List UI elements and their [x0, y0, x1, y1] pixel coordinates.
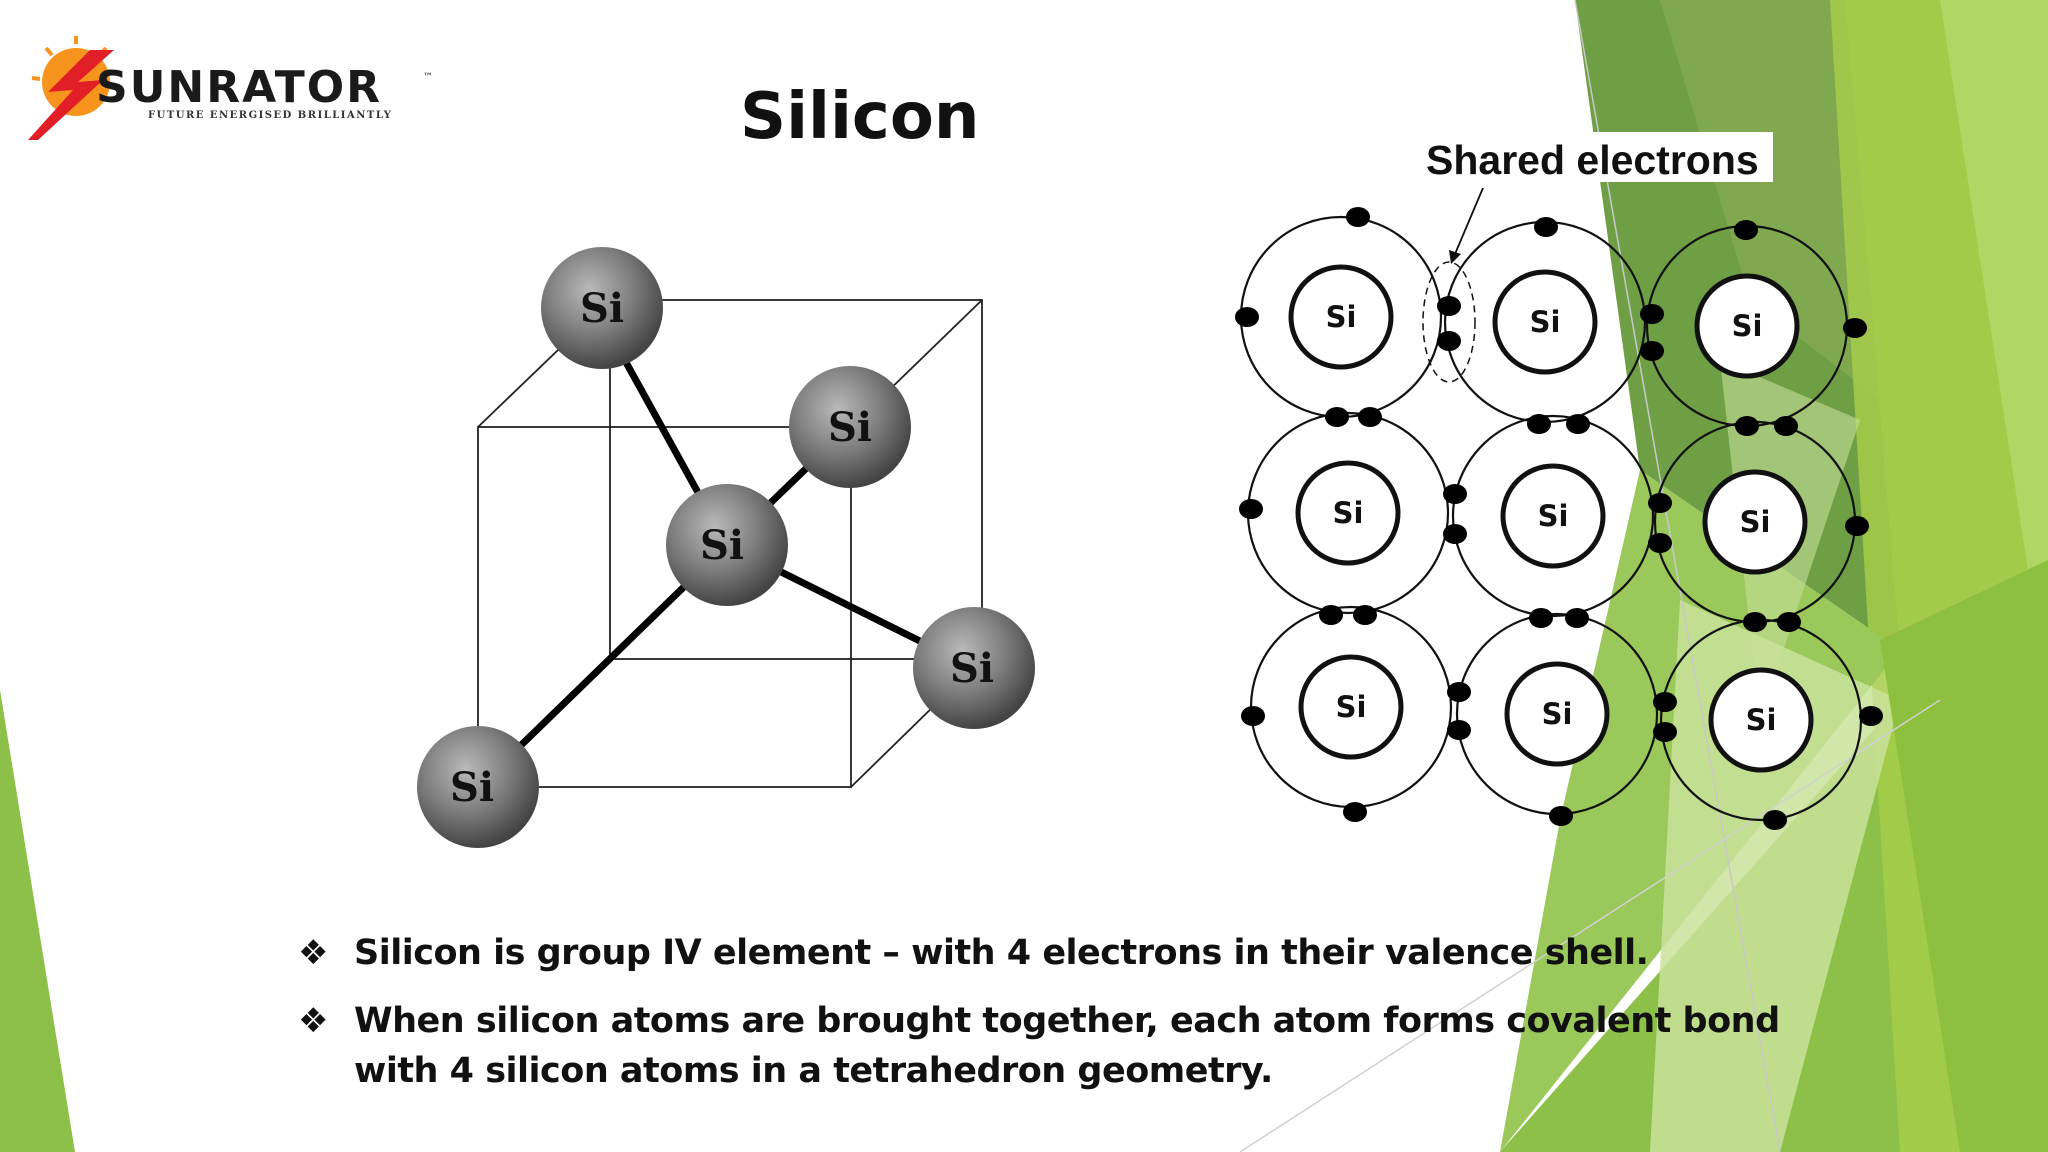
electron — [1859, 706, 1883, 726]
electron — [1529, 608, 1553, 628]
lattice-atom: Si — [1239, 215, 1443, 419]
nucleus — [1295, 460, 1401, 566]
electron — [1443, 524, 1467, 544]
electron — [1443, 484, 1467, 504]
svg-text:Si: Si — [450, 764, 494, 811]
electron — [1640, 304, 1664, 324]
shared-electron-pair-outline — [1422, 261, 1476, 383]
sunrator-logo: SUNRATOR ™ FUTURE ENERGISED BRILLIANTLY — [28, 36, 433, 140]
electron — [1565, 608, 1589, 628]
bullet-list: ❖ Silicon is group IV element – with 4 e… — [298, 928, 1798, 1114]
electron — [1640, 341, 1664, 361]
nucleus — [1500, 463, 1606, 569]
bullet-text: Silicon is group IV element – with 4 ele… — [354, 933, 1649, 973]
electron — [1735, 416, 1759, 436]
atom-top-right: Si — [789, 366, 911, 488]
lattice-atom-label: Si — [1732, 309, 1763, 343]
lattice-atom-label: Si — [1746, 703, 1777, 737]
svg-text:Si: Si — [700, 522, 744, 569]
lattice-atom-label: Si — [1326, 300, 1357, 334]
lattice-atom: Si — [1653, 420, 1857, 624]
atom-center: Si — [666, 484, 788, 606]
four-diamond-icon: ❖ — [298, 933, 328, 973]
electron — [1843, 318, 1867, 338]
lattice-atom: Si — [1451, 414, 1655, 618]
nucleus — [1298, 654, 1404, 760]
electron — [1447, 720, 1471, 740]
lattice-atom-label: Si — [1542, 697, 1573, 731]
logo-wordmark: SUNRATOR — [96, 62, 382, 113]
electron — [1566, 414, 1590, 434]
four-diamond-icon: ❖ — [298, 1001, 328, 1041]
electron — [1241, 706, 1265, 726]
nucleus — [1288, 264, 1394, 370]
electron — [1648, 493, 1672, 513]
lattice-atom-label: Si — [1333, 496, 1364, 530]
lattice-atom: Si — [1645, 224, 1849, 428]
electron — [1845, 516, 1869, 536]
tetrahedron-diagram: Si Si Si Si Si — [417, 247, 1035, 848]
atom-top-left: Si — [541, 247, 663, 369]
electron — [1653, 692, 1677, 712]
electron — [1353, 605, 1377, 625]
electron — [1777, 612, 1801, 632]
bullet-text: When silicon atoms are brought together,… — [354, 1001, 1780, 1091]
electron — [1235, 307, 1259, 327]
electron — [1648, 533, 1672, 553]
bullet-item-1: ❖ Silicon is group IV element – with 4 e… — [298, 928, 1798, 978]
electron — [1437, 296, 1461, 316]
lattice-atom: Si — [1246, 411, 1450, 615]
electron — [1653, 722, 1677, 742]
nucleus — [1702, 469, 1808, 575]
electron — [1734, 220, 1758, 240]
lattice-atom: Si — [1659, 618, 1863, 822]
electron — [1774, 416, 1798, 436]
electron — [1549, 806, 1573, 826]
electron — [1325, 407, 1349, 427]
lattice-atom-label: Si — [1336, 690, 1367, 724]
electron — [1743, 612, 1767, 632]
electron — [1239, 499, 1263, 519]
electron — [1534, 217, 1558, 237]
nucleus — [1492, 269, 1598, 375]
lattice-atom-label: Si — [1740, 505, 1771, 539]
electron — [1343, 802, 1367, 822]
lattice-atom-label: Si — [1530, 305, 1561, 339]
page-title: Silicon — [740, 80, 980, 154]
lattice-atom: Si — [1455, 612, 1659, 816]
lattice-atom: Si — [1249, 605, 1453, 809]
logo-tm: ™ — [423, 72, 433, 83]
electron — [1447, 682, 1471, 702]
lattice-atom-label: Si — [1538, 499, 1569, 533]
electron — [1358, 407, 1382, 427]
nucleus — [1504, 661, 1610, 767]
shared-electrons-callout: Shared electrons — [1426, 137, 1759, 183]
electron — [1527, 414, 1551, 434]
electron — [1763, 810, 1787, 830]
nucleus — [1694, 273, 1800, 379]
electron — [1319, 605, 1343, 625]
valence-shell — [1451, 414, 1655, 618]
nucleus — [1708, 667, 1814, 773]
electron — [1437, 331, 1461, 351]
atom-right: Si — [913, 607, 1035, 729]
svg-text:Si: Si — [950, 645, 994, 692]
atom-bottom-left: Si — [417, 726, 539, 848]
svg-text:Si: Si — [828, 404, 872, 451]
electron — [1346, 207, 1370, 227]
logo-tagline: FUTURE ENERGISED BRILLIANTLY — [148, 110, 392, 121]
bullet-item-2: ❖ When silicon atoms are brought togethe… — [298, 996, 1798, 1096]
svg-text:Si: Si — [580, 285, 624, 332]
